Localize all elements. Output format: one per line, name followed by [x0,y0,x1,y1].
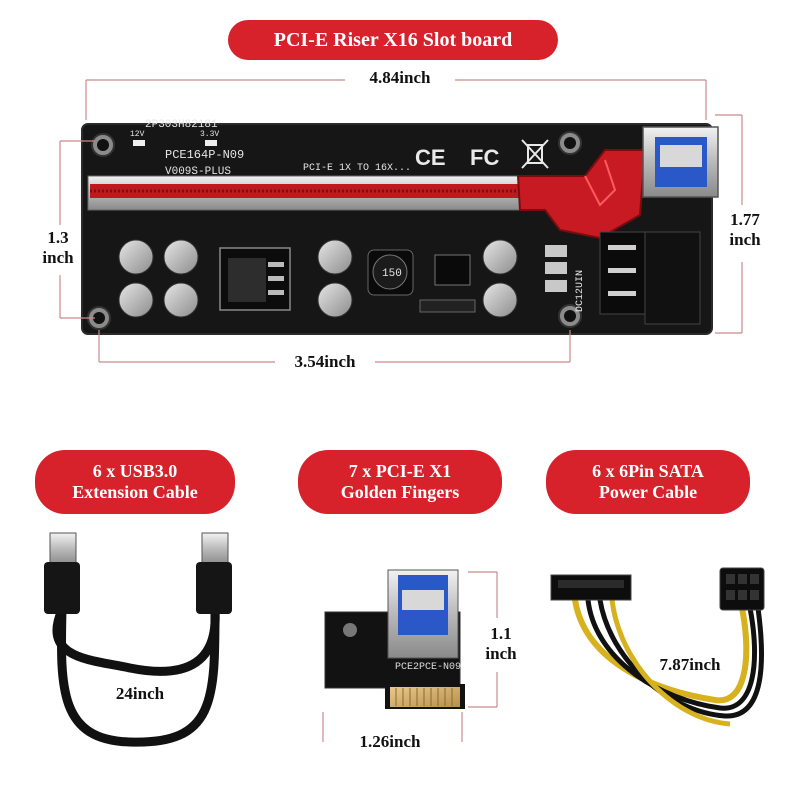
golden-finger-board-illustration: PCE2PCE-N09 [324,569,465,709]
sata-cable-line1: 6 x 6Pin SATA [592,461,704,482]
height-left-dimension-line [59,140,95,319]
label-12v: 12V [130,130,145,139]
height-left-unit: inch [42,248,74,268]
usb-cable-badge: 6 x USB3.0 Extension Cable [35,450,235,514]
finger-height-unit: inch [485,644,517,664]
board-mode: PCI-E 1X TO 16X... [303,163,411,174]
height-right-value: 1.77 [730,210,760,229]
inductor-label: 150 [382,268,402,280]
height-right-dimension-line [715,114,743,334]
golden-fingers-line2: Golden Fingers [340,482,460,502]
usb-cable-length: 24inch [115,684,165,703]
usb-cable-line2: Extension Cable [72,482,198,502]
usb-cable-line1: 6 x USB3.0 [92,461,178,482]
golden-fingers-line1: 7 x PCI-E X1 [348,461,452,482]
finger-height-value: 1.1 [490,624,512,643]
board-model: PCE164P-N09 [165,148,244,162]
board-version: V009S-PLUS [165,166,231,178]
sata-cable-length-label: 7.87inch [640,655,740,675]
usb-cable-illustration [44,532,232,747]
height-right-label: 1.77 inch [715,210,775,251]
height-right-unit: inch [729,230,761,250]
capacitors [118,239,518,318]
height-left-label: 1.3 inch [30,228,86,269]
width-value: 4.84inch [369,68,431,87]
hole-span-label: 3.54inch [275,352,375,373]
golden-fingers-badge: 7 x PCI-E X1 Golden Fingers [298,450,502,514]
height-left-value: 1.3 [47,228,69,247]
fc-mark: FC [470,145,499,170]
sata-cable-badge: 6 x 6Pin SATA Power Cable [546,450,750,514]
width-label: 4.84inch [345,68,455,89]
finger-board-dimension-lines [322,571,498,742]
board-serial: 2P303H82181 [145,119,218,131]
finger-board-width-label: 1.26inch [340,732,440,753]
ce-mark: CE [415,145,446,170]
finger-width-value: 1.26inch [359,732,421,751]
sata-cable-length: 7.87inch [659,655,721,674]
title-badge: PCI-E Riser X16 Slot board [228,20,558,60]
usb-cable-length-label: 24inch [95,684,185,704]
sata-cable-illustration [550,567,765,727]
title-text: PCI-E Riser X16 Slot board [273,28,513,51]
sata-cable-line2: Power Cable [598,482,698,502]
dc-label: DC12UIN [575,270,586,312]
pcb-label: PCE2PCE-N09 [395,662,461,673]
weee-bin-icon [521,139,549,169]
riser-board: CE FC 2P303H82181 PCE164P-N09 V009S-PLUS… [81,119,719,335]
label-33v: 3.3V [200,130,219,139]
hole-span-value: 3.54inch [294,352,356,371]
finger-board-height-label: 1.1 inch [476,624,526,665]
